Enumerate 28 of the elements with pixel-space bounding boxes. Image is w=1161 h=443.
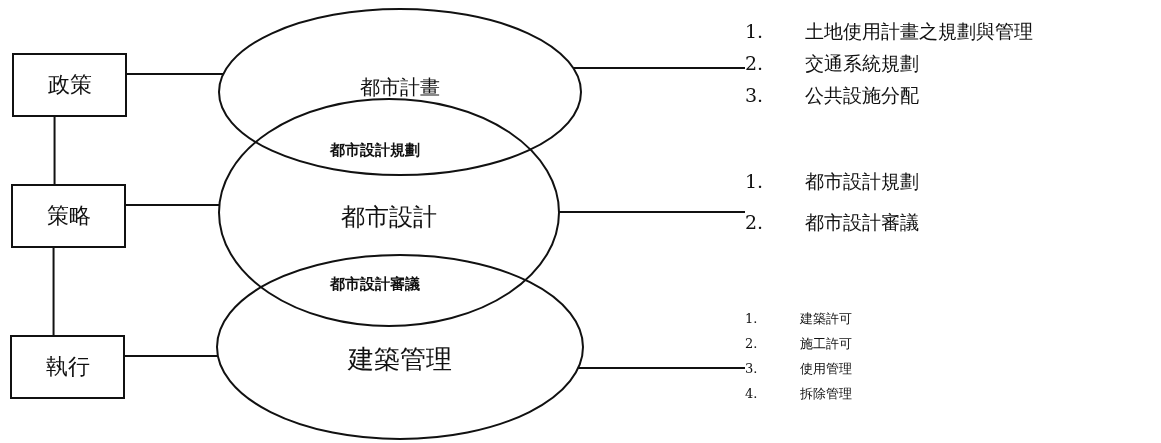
list-item: 3. 公共設施分配 — [745, 86, 919, 105]
connector-line — [124, 355, 219, 358]
connector-line — [577, 367, 746, 369]
process-box: 執行 — [10, 335, 125, 399]
ellipse-label: 都市設計 — [341, 202, 437, 233]
connector-line — [558, 211, 746, 213]
connector-line — [126, 73, 225, 76]
list-item: 4. 拆除管理 — [745, 387, 852, 400]
ellipse — [218, 98, 560, 327]
list-item: 2. 施工許可 — [745, 337, 852, 350]
list-item: 3. 使用管理 — [745, 362, 852, 375]
overlap-label: 都市設計審議 — [330, 275, 420, 294]
ellipse — [218, 8, 582, 176]
connector-line — [52, 247, 55, 336]
ellipse-label: 都市計畫 — [360, 74, 440, 101]
list-item: 2. 交通系統規劃 — [745, 54, 919, 73]
list-item: 1. 建築許可 — [745, 312, 852, 325]
connector-line — [125, 204, 221, 207]
list-item: 2. 都市設計審議 — [745, 213, 919, 232]
connector-line — [53, 116, 56, 185]
process-box: 政策 — [12, 53, 127, 117]
process-box: 策略 — [11, 184, 126, 248]
list-item: 1. 都市設計規劃 — [745, 172, 919, 191]
overlap-label: 都市設計規劃 — [330, 141, 420, 160]
ellipse-label: 建築管理 — [348, 343, 452, 376]
connector-line — [572, 67, 746, 69]
list-item: 1. 土地使用計畫之規劃與管理 — [745, 22, 1033, 41]
ellipse — [216, 254, 584, 440]
